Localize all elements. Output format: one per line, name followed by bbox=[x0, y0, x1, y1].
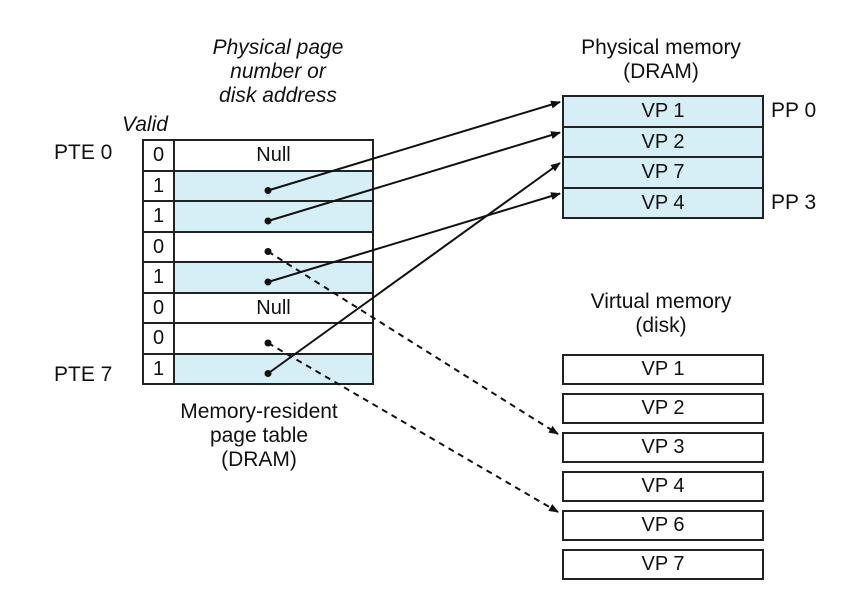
page-table-caption-line-2: page table bbox=[209, 424, 309, 447]
virtual-page: VP 6 bbox=[562, 510, 764, 541]
physical-page: VP 7 bbox=[564, 156, 762, 187]
pte-row: 0 bbox=[144, 322, 372, 353]
pte-row: 1 bbox=[144, 261, 372, 292]
page-table-header-line-1: Physical page bbox=[212, 36, 344, 59]
pte-row: 1 bbox=[144, 200, 372, 231]
valid-label: Valid bbox=[122, 113, 168, 136]
physical-page: VP 1 bbox=[641, 100, 685, 122]
virtual-page: VP 1 bbox=[562, 354, 764, 385]
virtual-memory-title: Virtual memory (disk) bbox=[550, 290, 772, 338]
valid-bit: 0 bbox=[144, 232, 175, 261]
page-table-header-line-2: number or bbox=[230, 60, 326, 83]
valid-bit: 1 bbox=[144, 354, 175, 383]
pte-row: 0 bbox=[144, 230, 372, 261]
memory-pointer-arrow bbox=[267, 192, 561, 283]
pte-address: Null bbox=[256, 296, 291, 319]
pte-address bbox=[175, 202, 372, 231]
physical-memory-title-line-2: (DRAM) bbox=[623, 60, 699, 83]
page-table-header-line-3: disk address bbox=[219, 84, 337, 107]
pte-address bbox=[175, 263, 372, 292]
page-table-header: Physical page number or disk address bbox=[190, 36, 366, 108]
pte-address: Null bbox=[256, 144, 291, 166]
memory-pointer-arrow bbox=[267, 100, 561, 192]
virtual-memory-title-line-2: (disk) bbox=[635, 314, 687, 337]
pte-address bbox=[175, 171, 372, 200]
disk-pointer-arrow bbox=[267, 342, 559, 513]
valid-bit: 0 bbox=[144, 293, 175, 322]
pte-row: 1 bbox=[144, 169, 372, 200]
memory-pointer-arrow bbox=[267, 162, 561, 375]
valid-bit: 0 bbox=[144, 324, 175, 353]
valid-bit: 0 bbox=[144, 141, 175, 170]
physical-page: VP 4 bbox=[564, 186, 762, 218]
page-table-caption: Memory-resident page table (DRAM) bbox=[166, 400, 352, 472]
virtual-page: VP 7 bbox=[562, 549, 764, 580]
virtual-page: VP 2 bbox=[562, 393, 764, 424]
pp-0-label: PP 0 bbox=[771, 99, 817, 122]
page-table-caption-line-1: Memory-resident bbox=[180, 400, 338, 423]
pp-3-label: PP 3 bbox=[771, 191, 817, 214]
pte-row: 0 Null bbox=[144, 141, 372, 170]
page-table-caption-line-3: (DRAM) bbox=[221, 448, 297, 471]
physical-page: VP 2 bbox=[564, 125, 762, 157]
valid-bit: 1 bbox=[144, 263, 175, 292]
pte-0-label: PTE 0 bbox=[54, 141, 113, 164]
physical-memory-title-line-1: Physical memory bbox=[581, 36, 741, 59]
virtual-page: VP 4 bbox=[562, 471, 764, 502]
virtual-page: VP 3 bbox=[562, 432, 764, 463]
valid-bit: 1 bbox=[144, 171, 175, 200]
pte-7-label: PTE 7 bbox=[54, 363, 113, 386]
memory-pointer-arrow bbox=[267, 131, 561, 222]
physical-memory-title: Physical memory (DRAM) bbox=[550, 36, 772, 84]
valid-bit: 1 bbox=[144, 202, 175, 231]
virtual-memory-title-line-1: Virtual memory bbox=[590, 290, 732, 313]
disk-pointer-arrow bbox=[267, 250, 559, 435]
pte-row: 0 Null bbox=[144, 291, 372, 322]
